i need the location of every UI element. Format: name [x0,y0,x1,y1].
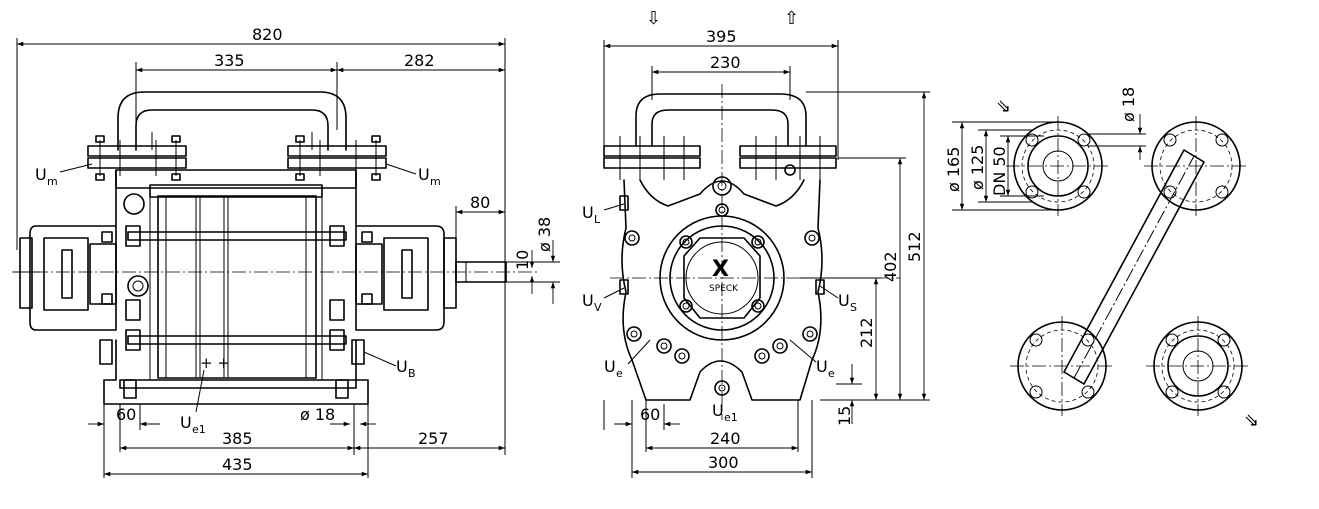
front-view: ⇩ ⇧ 395 230 [582,8,930,478]
label-ue1: U [180,413,192,432]
label-um-right-sub: m [430,175,441,188]
dim-front-foot-60: 60 [640,405,660,424]
dim-dia-165: ø 165 [944,147,963,192]
dim-dia-125: ø 125 [968,145,987,190]
label-ue-left-sub: e [616,367,623,380]
label-ul: U [582,203,594,222]
dim-212: 212 [857,317,876,348]
label-us-sub: S [850,301,857,314]
dim-dn-50: DN 50 [990,146,1009,196]
dim-80: 80 [470,193,490,212]
svg-text:+ +: + + [200,354,230,372]
flange-arrow-in-icon: ⇘ [996,96,1011,117]
dim-335: 335 [214,51,245,70]
label-uv: U [582,291,594,310]
logo-speck: SPECK [709,284,739,294]
label-um-left-sub: m [47,175,58,188]
side-view: 820 335 282 U [12,25,560,478]
dim-820: 820 [252,25,283,44]
arrow-in-icon: ⇩ [646,8,661,29]
dim-385: 385 [222,429,253,448]
dim-282: 282 [404,51,435,70]
label-ub: U [396,357,408,376]
label-ue1-front-sub: e1 [724,411,738,424]
dim-15: 15 [835,406,854,426]
label-ue-right: U [816,357,828,376]
dim-435: 435 [222,455,253,474]
label-ub-sub: B [408,367,416,380]
label-um-right: U [418,165,430,184]
dim-402: 402 [881,251,900,282]
arrow-out-icon: ⇧ [784,8,799,29]
front-bolts [624,203,820,396]
label-ul-sub: L [594,213,601,226]
dim-512: 512 [905,231,924,262]
dim-230: 230 [710,53,741,72]
dim-395: 395 [706,27,737,46]
dim-257: 257 [418,429,449,448]
dim-foot-60: 60 [116,405,136,424]
dim-300: 300 [708,453,739,472]
label-ue1-front: U [712,401,724,420]
dim-dia-38: ø 38 [535,217,554,252]
dim-10: 10 [513,250,532,270]
dim-240: 240 [710,429,741,448]
dim-hole-18: ø 18 [300,405,335,424]
flange-arrow-out-icon: ⇘ [1244,410,1259,431]
label-uv-sub: V [594,301,602,314]
label-ue-left: U [604,357,616,376]
svg-text:X: X [712,257,729,282]
label-ue1-sub: e1 [192,423,206,436]
label-ue-right-sub: e [828,367,835,380]
dim-hole-dia-18: ø 18 [1119,87,1138,122]
label-um-left: U [35,165,47,184]
label-us: U [838,291,850,310]
flange-view: ⇘ ⇘ [944,87,1259,431]
